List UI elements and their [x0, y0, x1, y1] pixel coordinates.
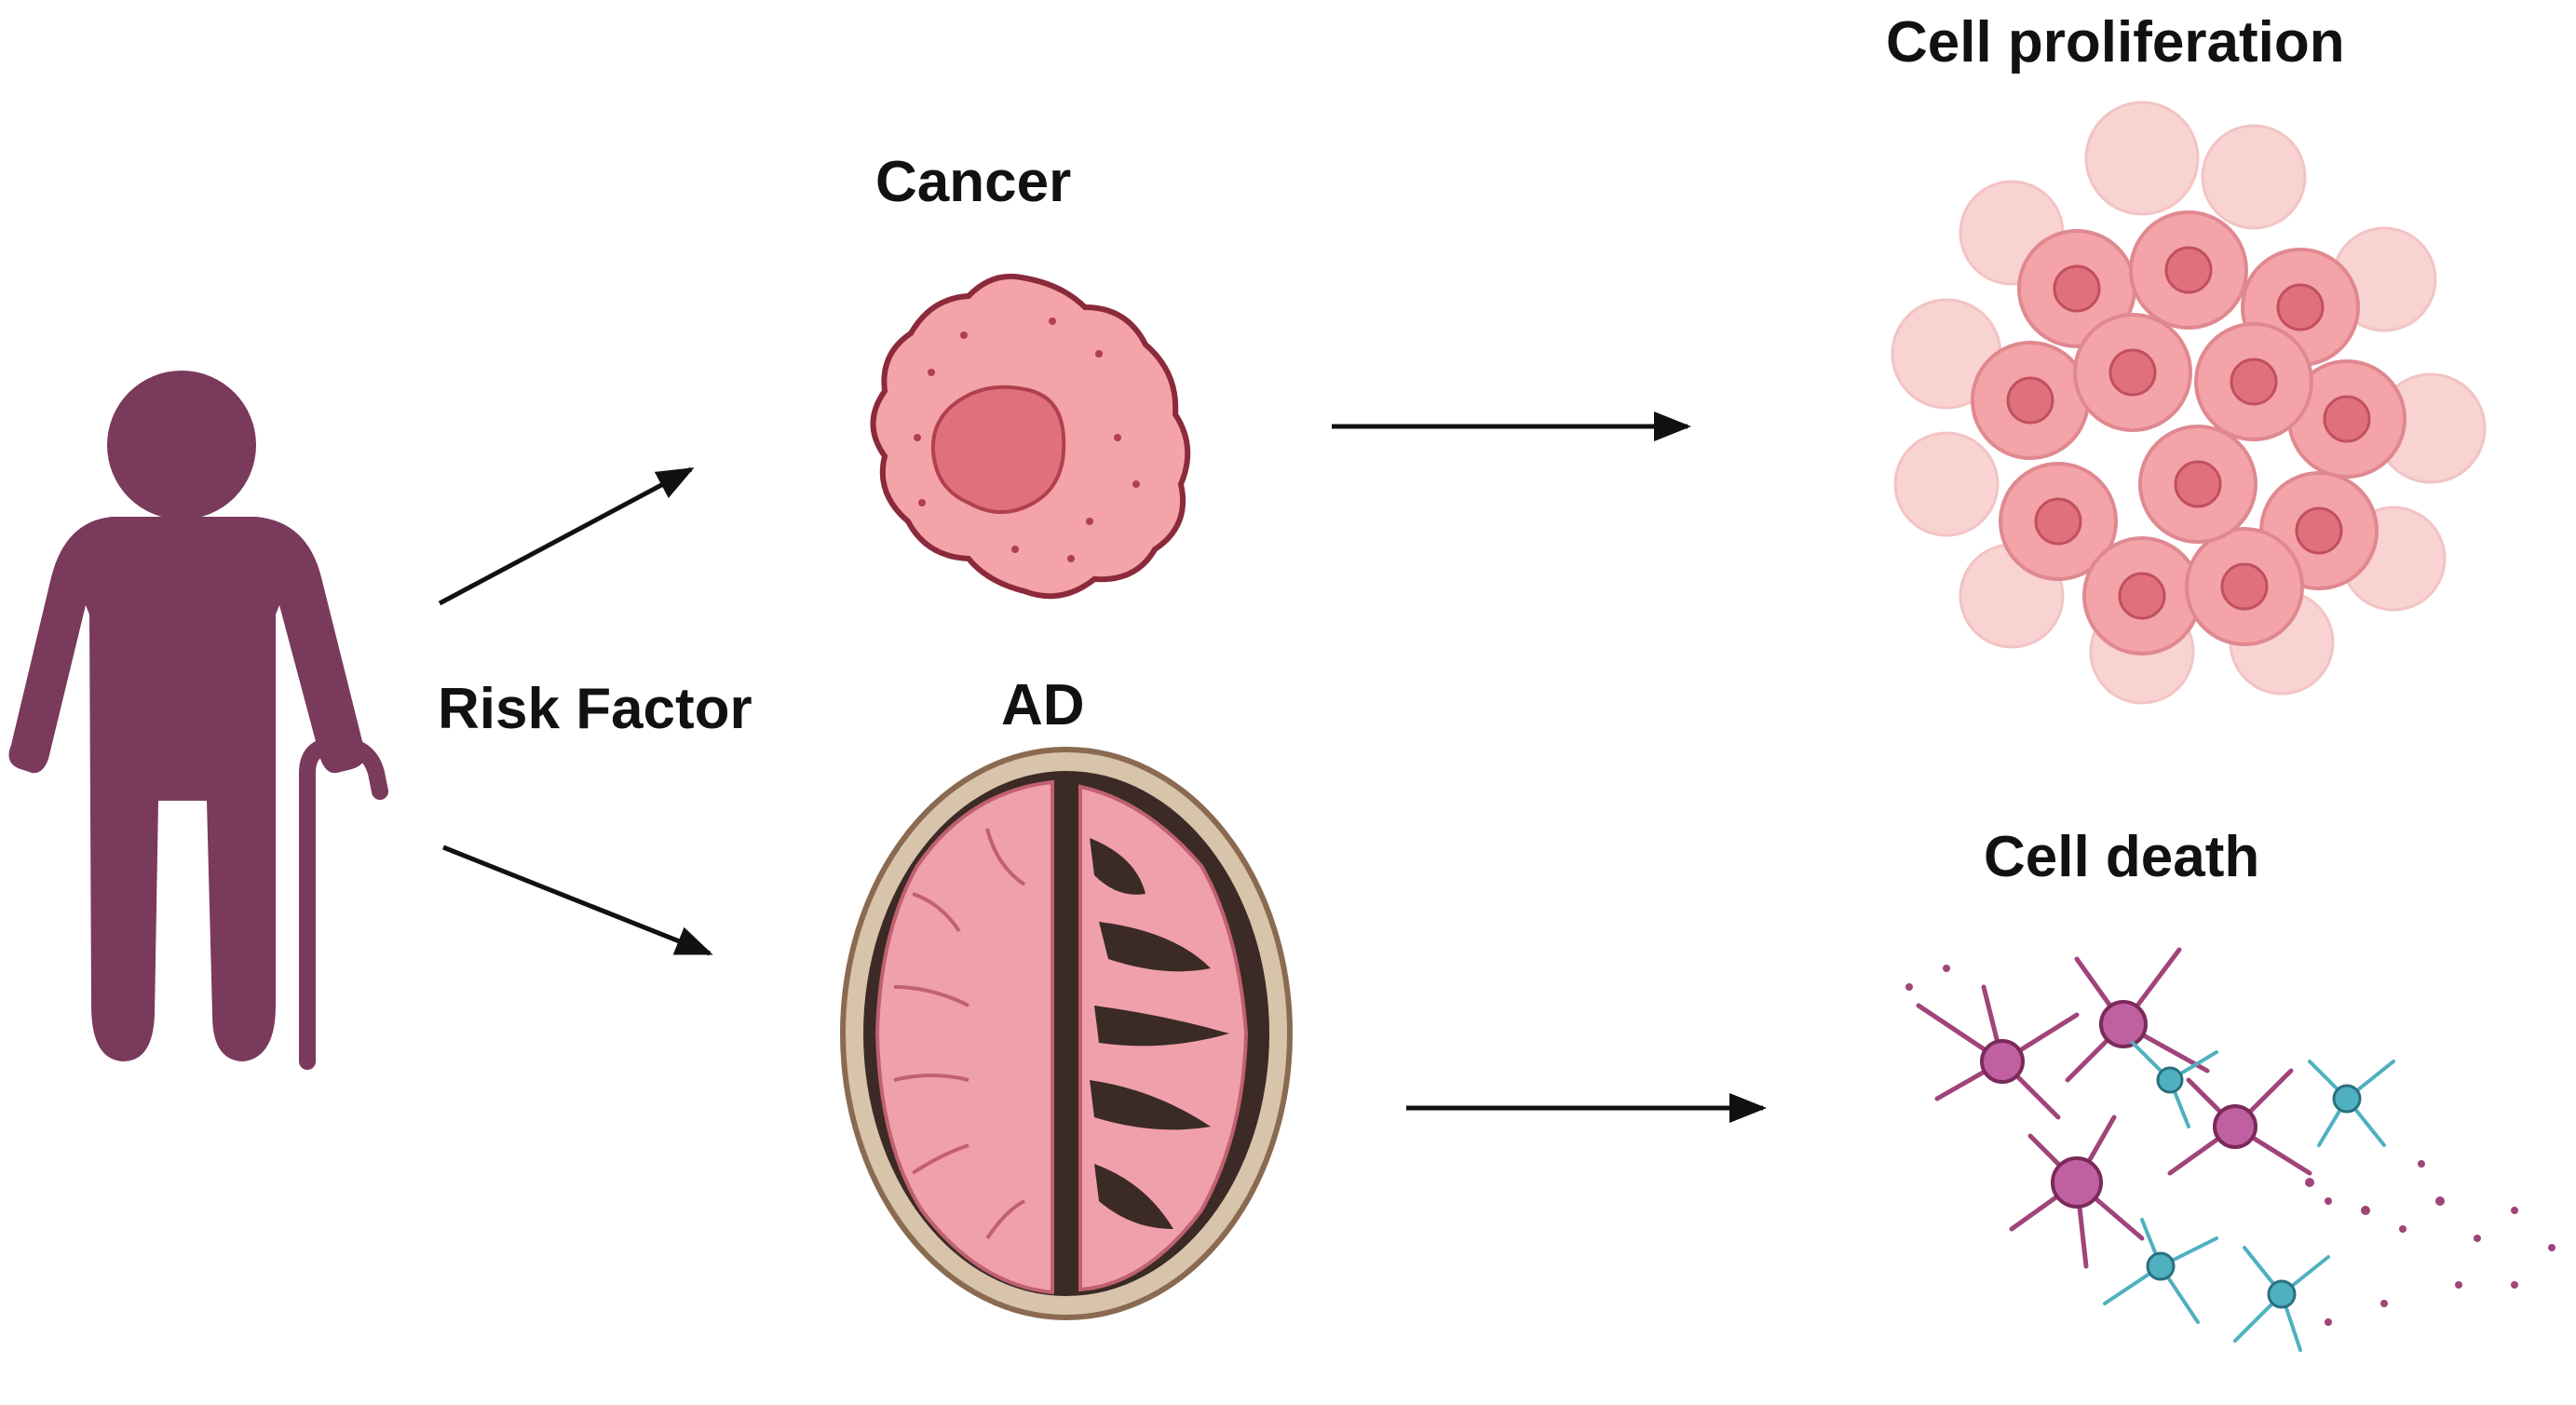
- cell-death-label: Cell death: [1984, 825, 2260, 889]
- arrow-to-cancer: [438, 466, 695, 606]
- arrow-to-ad: [442, 844, 713, 956]
- risk-factor-label: Risk Factor: [438, 677, 752, 741]
- cancer-cell-icon: [870, 273, 1191, 600]
- cell-death-neurons-icon: [1905, 947, 2556, 1352]
- cell-proliferation-label: Cell proliferation: [1886, 10, 2345, 74]
- cell-proliferation-cluster-icon: [1891, 101, 2487, 705]
- elderly-person-icon: [8, 371, 388, 1070]
- ad-brain-icon: [840, 747, 1293, 1320]
- ad-label: AD: [1001, 673, 1085, 737]
- cancer-label: Cancer: [875, 150, 1072, 214]
